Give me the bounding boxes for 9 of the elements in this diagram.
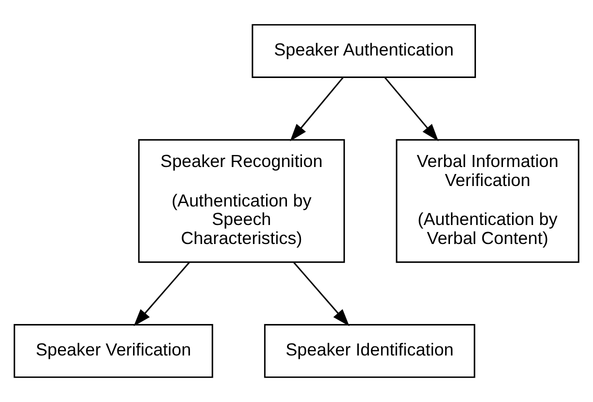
node-box: Speaker Verification bbox=[14, 324, 214, 378]
arrow bbox=[134, 262, 190, 326]
arrow bbox=[290, 76, 344, 142]
arrow bbox=[384, 76, 439, 142]
arrow bbox=[293, 262, 350, 326]
node-box: Verbal Information Verification (Authentication by Verbal Content) bbox=[396, 139, 580, 263]
node-box: Speaker Authentication bbox=[252, 24, 476, 78]
node-box: Speaker Recognition (Authentication by Speech Characteristics) bbox=[138, 139, 345, 263]
node-box: Speaker Identification bbox=[264, 324, 476, 378]
